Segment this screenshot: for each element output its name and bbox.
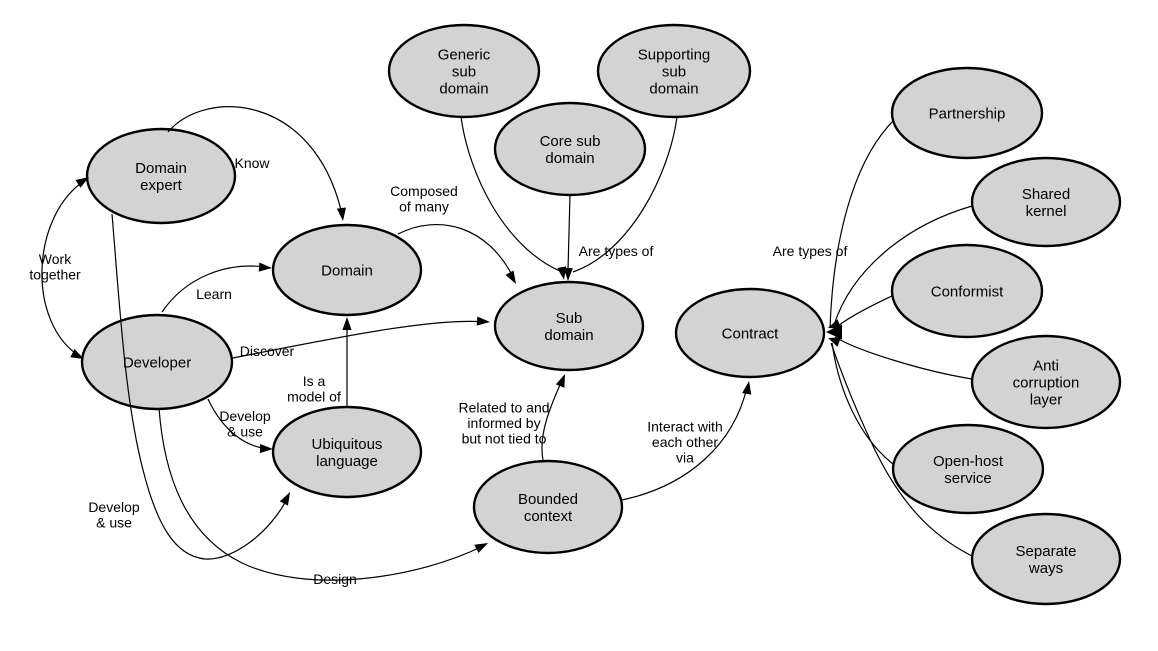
node-label-contract: Contract <box>722 325 780 342</box>
node-bounded-context <box>472 459 624 555</box>
edge-learn <box>161 265 267 313</box>
arrowhead-core-types-0 <box>563 267 573 281</box>
edge-partnership-type <box>829 120 894 329</box>
node-label-domain: Domain <box>321 262 373 279</box>
node-developer <box>80 313 234 411</box>
edge-label-design: Design <box>313 571 357 587</box>
arrowhead-develop-use-expert-0 <box>279 492 290 506</box>
node-shared-kernel <box>970 156 1122 248</box>
arrowhead-conformist-type-2 <box>828 337 841 347</box>
arrowhead-is-a-model-of-0 <box>342 317 352 330</box>
edge-design <box>158 407 484 581</box>
arrowhead-work-together-0 <box>75 177 89 188</box>
edge-label-are-types-of-right: Are types of <box>773 243 848 259</box>
arrowhead-know-0 <box>336 207 346 221</box>
edge-label-discover: Discover <box>240 343 295 359</box>
edge-generic-types <box>460 116 563 273</box>
node-contract <box>674 287 826 379</box>
edge-label-develop-use-expert: Develop& use <box>88 499 140 531</box>
node-domain <box>271 223 423 317</box>
node-label-partnership: Partnership <box>929 105 1006 122</box>
edge-work-together <box>41 178 88 358</box>
node-label-conformist: Conformist <box>931 283 1004 300</box>
arrowhead-discover-0 <box>476 316 490 326</box>
arrowhead-generic-types-0 <box>557 266 567 280</box>
arrowhead-interact-via-0 <box>742 381 752 395</box>
edge-know <box>167 106 342 211</box>
arrowhead-learn-0 <box>258 262 272 272</box>
edge-label-know: Know <box>234 155 270 171</box>
node-generic-sub-domain <box>387 23 541 119</box>
edge-acl-type <box>834 336 973 380</box>
arrowhead-develop-use-dev-0 <box>259 443 273 454</box>
node-separate-ways <box>970 512 1122 606</box>
node-anti-corruption-layer <box>970 334 1122 430</box>
arrowhead-work-together-1 <box>70 348 84 359</box>
edge-interact-via <box>621 386 748 501</box>
edge-label-are-types-of-mid: Are types of <box>579 243 654 259</box>
node-conformist <box>890 243 1044 339</box>
node-supporting-sub-domain <box>596 23 752 119</box>
edge-shared-kernel-type <box>833 205 973 326</box>
arrowhead-conformist-type-1 <box>828 319 841 329</box>
edge-related-to <box>541 377 564 461</box>
edge-develop-use-expert <box>111 213 288 560</box>
edge-core-types <box>567 194 571 271</box>
node-label-developer: Developer <box>123 354 191 371</box>
edge-supporting-types <box>572 116 678 273</box>
edge-ohs-type <box>831 342 894 465</box>
arrowhead-related-to-0 <box>555 374 565 388</box>
arrowhead-composed-of-many-0 <box>505 270 516 284</box>
node-domain-expert <box>85 127 237 225</box>
edge-separate-ways-type <box>830 342 973 557</box>
edge-label-learn: Learn <box>196 286 232 302</box>
edge-discover <box>232 320 486 359</box>
node-sub-domain <box>493 280 645 372</box>
node-open-host-service <box>891 423 1045 515</box>
edge-composed-of-many <box>397 223 514 278</box>
node-partnership <box>890 66 1044 160</box>
edge-label-develop-use-dev: Develop& use <box>219 408 271 440</box>
arrowhead-design-0 <box>474 543 488 554</box>
